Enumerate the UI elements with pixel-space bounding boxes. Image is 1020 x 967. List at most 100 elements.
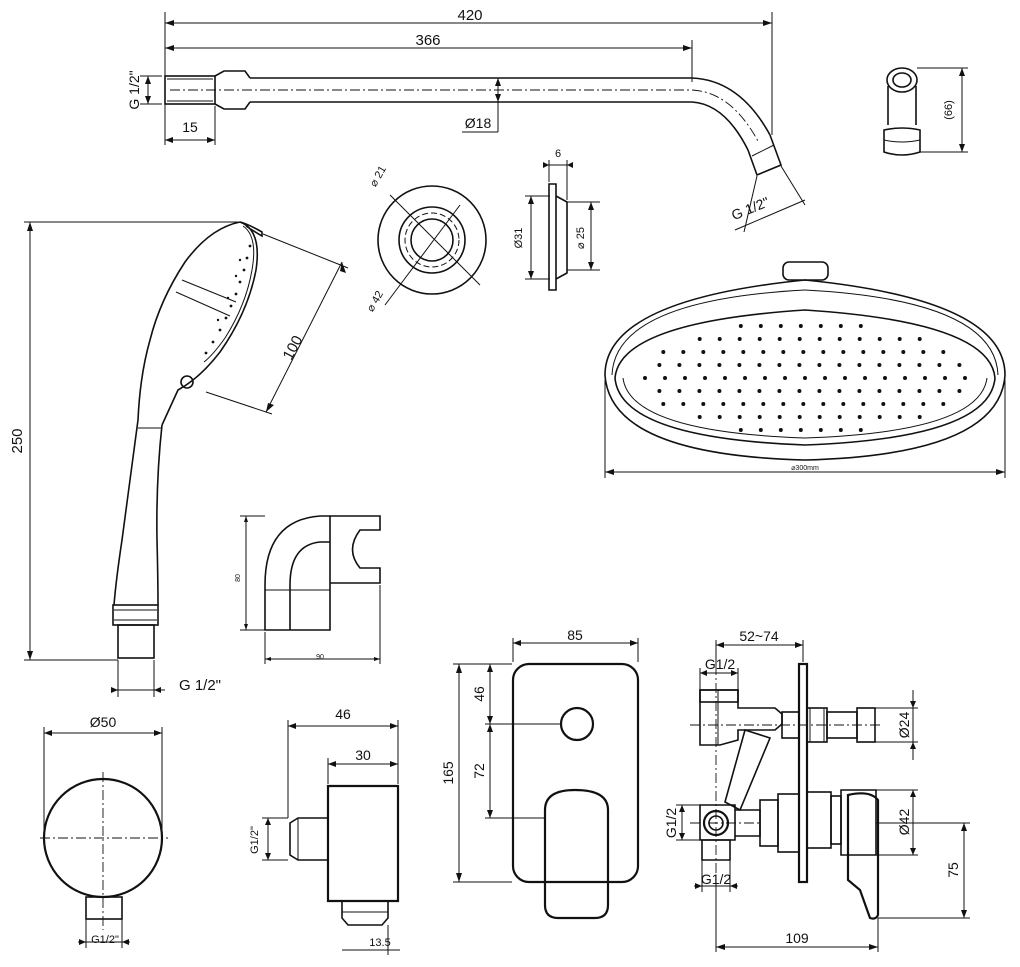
rain-nozzle	[703, 376, 707, 380]
rain-nozzle	[777, 389, 782, 393]
holder-width-label: 90	[316, 654, 324, 661]
rain-nozzle	[798, 428, 803, 432]
rain-nozzle	[957, 363, 962, 367]
rain-nozzle	[758, 428, 763, 432]
rain-nozzle	[657, 389, 662, 393]
holder-height-label: 80	[235, 574, 242, 582]
rain-nozzle	[897, 389, 902, 393]
rain-nozzle	[903, 376, 907, 380]
rain-nozzle	[677, 363, 682, 367]
rain-nozzle	[877, 337, 882, 341]
rain-nozzle	[841, 402, 846, 406]
rain-nozzle	[757, 389, 762, 393]
rain-nozzle	[758, 324, 763, 328]
wall-elbow-front: Ø50 G1/2"	[40, 714, 168, 948]
rain-nozzle	[763, 376, 767, 380]
rain-nozzle	[921, 350, 926, 354]
rain-nozzle	[943, 376, 947, 380]
rain-nozzles	[643, 324, 967, 432]
rain-nozzle	[721, 402, 726, 406]
rain-nozzle	[857, 389, 862, 393]
flange-thickness-label: 6	[555, 148, 561, 160]
rain-nozzle	[937, 363, 942, 367]
rain-nozzle	[777, 337, 782, 341]
rain-nozzle	[701, 402, 706, 406]
rain-nozzle	[661, 350, 666, 354]
rain-nozzle	[737, 363, 742, 367]
rain-nozzle	[697, 389, 702, 393]
rain-nozzle	[783, 376, 787, 380]
rain-nozzle	[801, 402, 806, 406]
rain-nozzle	[757, 337, 762, 341]
arm-thread-in-length-label: 15	[182, 119, 198, 135]
elbow-side-thread-label: G1/2"	[249, 826, 261, 854]
rain-nozzle	[857, 363, 862, 367]
elbow-depth-label: 46	[335, 706, 351, 722]
rain-nozzle	[681, 402, 686, 406]
rain-nozzle	[663, 376, 667, 380]
valve-height-label: 75	[945, 862, 961, 878]
rain-nozzle	[883, 376, 887, 380]
rain-nozzle	[837, 415, 842, 419]
rain-nozzle	[937, 389, 942, 393]
valve-depth-range-label: 52~74	[739, 628, 779, 644]
rain-nozzle	[778, 324, 783, 328]
rain-nozzle	[877, 363, 882, 367]
rain-nozzle	[803, 376, 807, 380]
rain-nozzle	[863, 376, 867, 380]
rain-nozzle	[838, 324, 843, 328]
rain-nozzle	[817, 337, 822, 341]
rain-nozzle	[717, 389, 722, 393]
rain-nozzle	[738, 324, 743, 328]
rain-nozzle	[963, 376, 967, 380]
rain-nozzle	[818, 324, 823, 328]
rain-nozzle	[917, 415, 922, 419]
rain-shower-head: ⌀300mm	[604, 261, 1006, 478]
rain-nozzle	[697, 363, 702, 367]
handshower-length-label: 250	[9, 428, 26, 453]
rain-nozzle	[957, 389, 962, 393]
rain-nozzle	[923, 376, 927, 380]
rain-nozzle	[817, 389, 822, 393]
plate-height-label: 165	[440, 761, 456, 785]
rain-nozzle	[837, 363, 842, 367]
arm-total-length-label: 420	[457, 7, 482, 24]
rain-nozzle	[897, 415, 902, 419]
rain-nozzle	[823, 376, 827, 380]
rain-nozzle	[738, 428, 743, 432]
elbow-thread-label: G1/2"	[91, 934, 119, 946]
rain-nozzle	[737, 389, 742, 393]
rain-nozzle	[737, 337, 742, 341]
rain-nozzle	[857, 337, 862, 341]
rain-nozzle	[941, 402, 946, 406]
rain-nozzle	[761, 402, 766, 406]
rain-nozzle	[881, 350, 886, 354]
wall-flange-front: ⌀ 21 ⌀ 42	[365, 164, 487, 314]
handshower-holder: 80 90	[235, 515, 381, 664]
rain-nozzle	[723, 376, 727, 380]
rain-nozzle	[858, 428, 863, 432]
rain-nozzle	[877, 389, 882, 393]
rain-nozzle	[917, 337, 922, 341]
valve-diameter-small-label: Ø24	[896, 712, 912, 739]
rain-nozzle	[757, 415, 762, 419]
rain-nozzle	[817, 363, 822, 367]
rain-nozzle	[858, 324, 863, 328]
rain-nozzle	[777, 415, 782, 419]
rain-nozzle	[801, 350, 806, 354]
wall-elbow-side: 46 30 G1/2" 13.5	[249, 706, 400, 955]
flange-side-inner-label: ⌀ 25	[575, 227, 587, 249]
rain-nozzle	[737, 415, 742, 419]
rain-nozzle	[798, 324, 803, 328]
rain-nozzle	[643, 376, 647, 380]
arm-thread-out-label: G 1/2"	[729, 194, 771, 224]
rain-nozzle	[741, 350, 746, 354]
arm-straight-length-label: 366	[415, 32, 440, 49]
mixer-plate-front: 85 165 46 72	[440, 627, 640, 920]
rain-nozzle	[877, 415, 882, 419]
rain-nozzle	[817, 415, 822, 419]
rain-nozzle	[917, 389, 922, 393]
rain-nozzle	[701, 350, 706, 354]
valve-top-thread-label: G1/2	[705, 656, 736, 672]
